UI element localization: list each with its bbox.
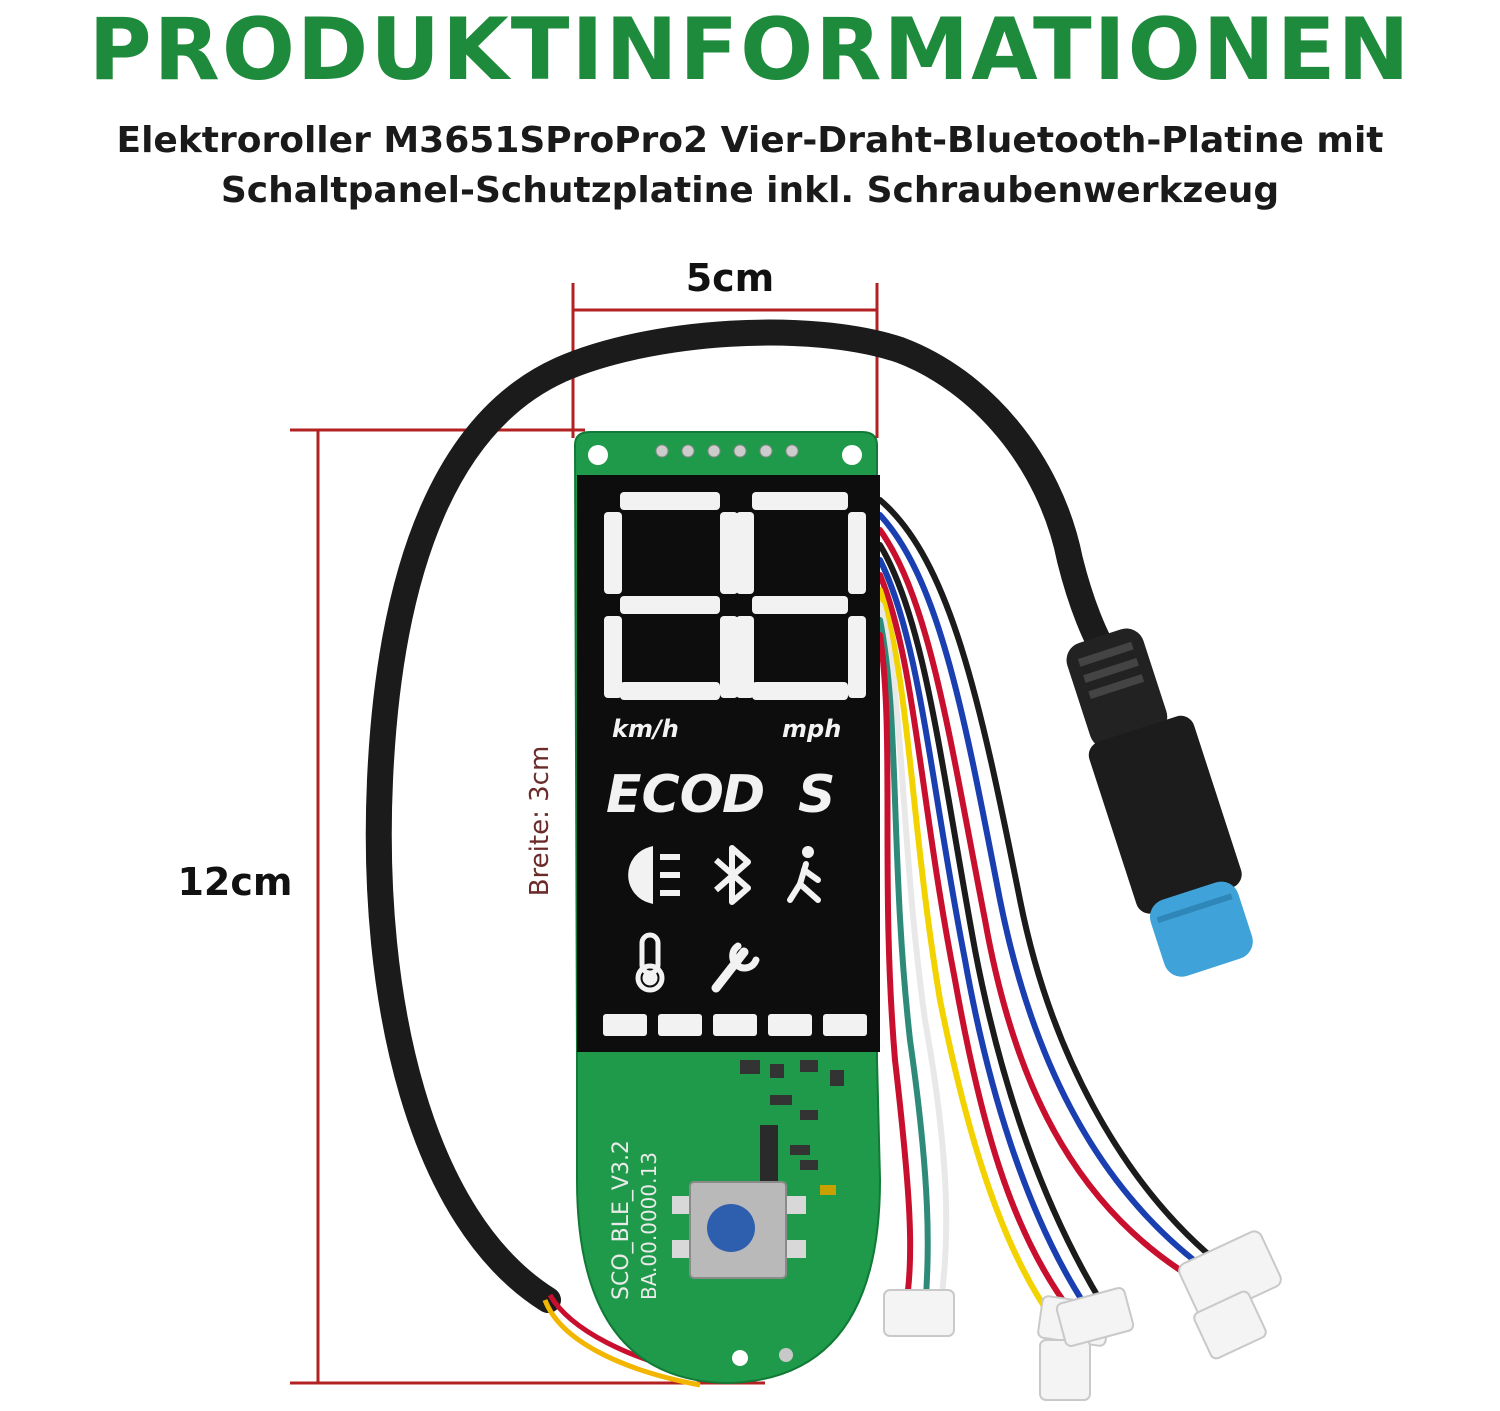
wrench-icon <box>711 942 760 993</box>
walk-icon <box>787 846 821 903</box>
mode-eco: ECO <box>606 765 724 825</box>
board-label-2: BA.00.0000.13 <box>637 1152 661 1300</box>
battery-bars <box>603 1014 867 1036</box>
product-subtitle: Elektroroller M3651SProPro2 Vier-Draht-B… <box>100 116 1400 216</box>
board-label-1: SCO_BLE_V3.2 <box>609 1140 634 1300</box>
unit-kmh: km/h <box>612 715 679 743</box>
headlight-icon <box>628 846 680 904</box>
subtitle-line-1: Elektroroller M3651SProPro2 Vier-Draht-B… <box>116 120 1384 161</box>
pcb-components <box>732 1060 844 1366</box>
page-title: PRODUKTINFORMATIONEN <box>88 0 1412 100</box>
thermometer-icon <box>635 932 665 993</box>
cable-connector <box>1066 628 1253 977</box>
main-cable <box>365 319 1123 1313</box>
white-plugs <box>883 1230 1282 1401</box>
header-pins <box>655 444 799 458</box>
tactile-button <box>672 1181 806 1279</box>
subtitle-line-2: Schaltpanel-Schutzplatine inkl. Schraube… <box>220 170 1280 211</box>
colored-wires <box>877 497 1218 1318</box>
mode-s: S <box>798 765 835 825</box>
width-dimension-label: 5cm <box>685 256 775 300</box>
height-dimension-label: 12cm <box>177 860 293 904</box>
bottom-wires <box>542 1299 701 1388</box>
bluetooth-icon <box>714 845 751 905</box>
mode-d: D <box>722 765 765 825</box>
side-width-label: Breite: 3cm <box>525 745 555 897</box>
unit-mph: mph <box>782 715 841 743</box>
speed-digits <box>604 492 866 700</box>
